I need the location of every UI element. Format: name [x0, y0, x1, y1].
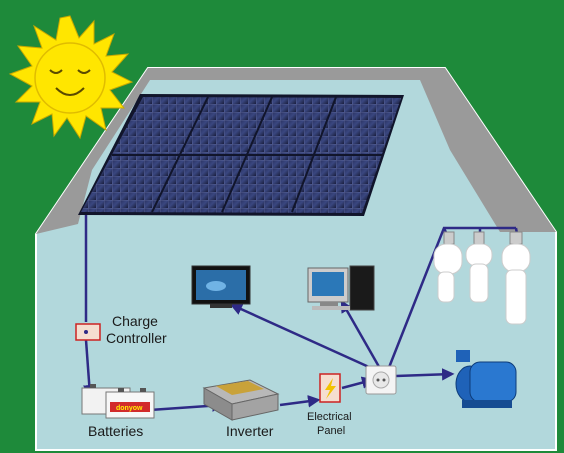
charge-controller-label: Charge [112, 313, 158, 329]
solar-panel-icon [78, 94, 404, 216]
electrical-panel-icon [319, 373, 341, 403]
charge-controller-label-2: Controller [106, 330, 167, 346]
inverter-label: Inverter [226, 423, 274, 439]
outlet-icon [365, 365, 397, 395]
sun-icon [8, 15, 134, 140]
light-bulb-icon [433, 231, 531, 325]
battery-brand: donyow [116, 405, 143, 412]
roof [36, 68, 556, 234]
charge-controller-icon [75, 323, 101, 341]
inverter-icon [202, 379, 280, 421]
computer-icon [307, 265, 375, 311]
electrical-panel-label: Electrical [307, 411, 352, 423]
battery-icon: donyow [81, 384, 155, 419]
water-pump-icon [455, 350, 517, 408]
batteries-label: Batteries [88, 423, 143, 439]
electrical-panel-label-2: Panel [317, 425, 345, 437]
tv-icon [191, 265, 251, 308]
